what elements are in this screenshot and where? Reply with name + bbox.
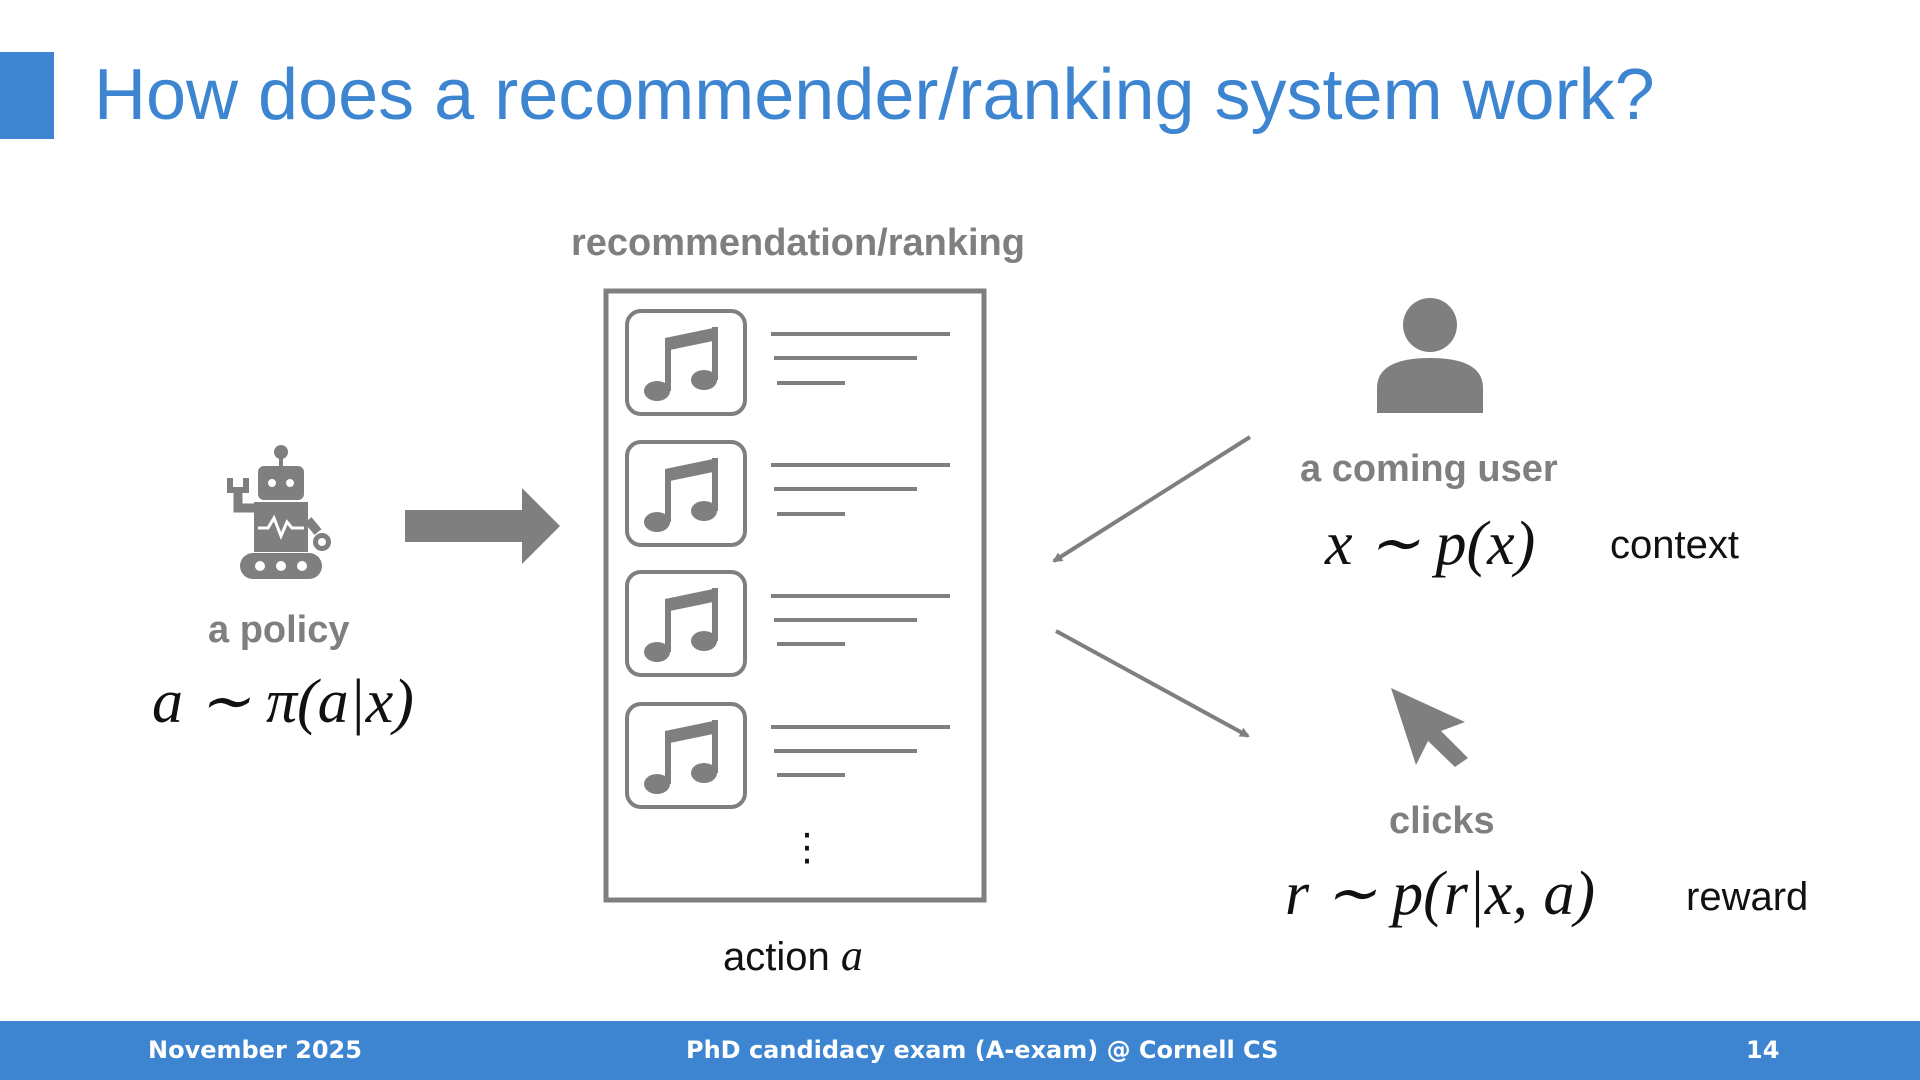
list-item: [625, 440, 950, 547]
list-item: [625, 309, 950, 416]
cursor-icon: [1391, 688, 1468, 767]
person-icon: [1377, 298, 1483, 413]
ranking-list-box: [603, 288, 987, 903]
music-note-icon: [644, 458, 718, 532]
user-formula: x ∼ p(x): [1325, 510, 1536, 578]
music-note-icon: [644, 588, 718, 662]
footer-page-number: 14: [1746, 1036, 1780, 1064]
action-label: action a: [723, 930, 863, 981]
footer-event: PhD candidacy exam (A-exam) @ Cornell CS: [686, 1036, 1279, 1064]
footer-date: November 2025: [148, 1036, 362, 1064]
clicks-formula: r ∼ p(r|x, a): [1285, 860, 1596, 928]
list-to-clicks-arrow: [1055, 629, 1250, 738]
right-arrow-icon: [405, 488, 560, 564]
list-title: recommendation/ranking: [571, 222, 1025, 264]
list-ellipsis: ⋮: [788, 825, 826, 869]
list-item: [625, 702, 950, 809]
music-note-icon: [644, 327, 718, 401]
policy-label: a policy: [208, 609, 350, 651]
slide-title: How does a recommender/ranking system wo…: [94, 55, 1655, 135]
user-label: a coming user: [1300, 448, 1558, 490]
robot-icon: [227, 445, 331, 579]
context-label: context: [1610, 523, 1739, 567]
music-note-icon: [644, 720, 718, 794]
policy-formula: a ∼ π(a|x): [152, 668, 414, 736]
list-item: [625, 570, 950, 677]
reward-label: reward: [1686, 875, 1809, 919]
clicks-label: clicks: [1389, 800, 1495, 842]
action-variable: a: [840, 931, 863, 980]
user-to-list-arrow: [1052, 435, 1252, 563]
footer-bar: November 2025 PhD candidacy exam (A-exam…: [0, 1021, 1920, 1080]
title-accent-bar: [0, 52, 54, 139]
action-label-text: action: [723, 935, 830, 979]
